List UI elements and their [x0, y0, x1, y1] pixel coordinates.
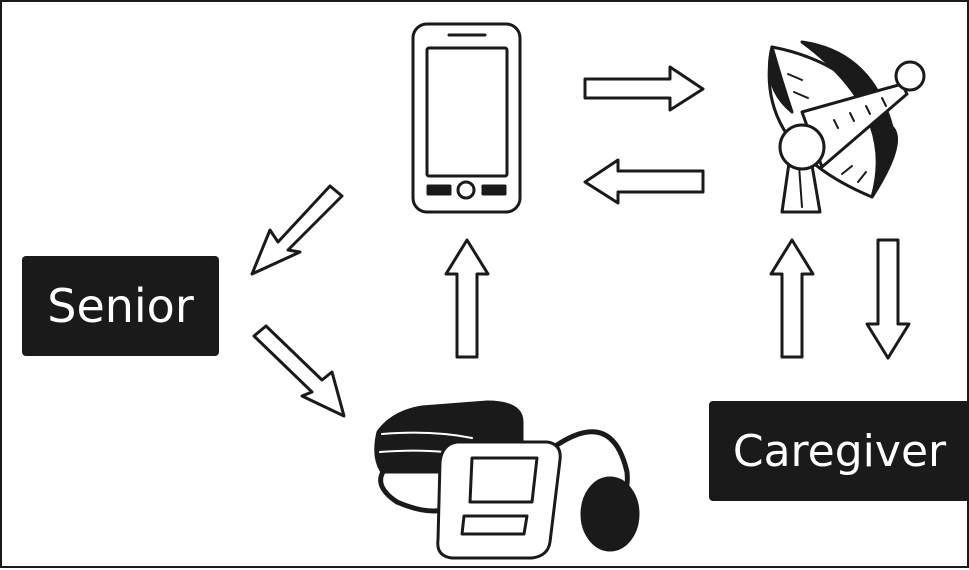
- arrow-monitor-to-phone: [444, 238, 490, 359]
- caregiver-node: Caregiver: [709, 401, 969, 501]
- arrow-satellite-to-caregiver: [865, 238, 911, 360]
- senior-node: Senior: [22, 256, 219, 356]
- arrow-phone-to-senior: [250, 184, 344, 276]
- arrow-caregiver-to-satellite: [769, 238, 815, 359]
- arrow-senior-to-monitor: [252, 324, 346, 418]
- arrow-satellite-to-phone: [583, 158, 705, 205]
- senior-label: Senior: [47, 279, 194, 333]
- caregiver-label: Caregiver: [732, 425, 947, 477]
- satellite-dish-icon: [767, 40, 926, 214]
- blood-pressure-monitor-icon: [374, 400, 640, 560]
- arrow-phone-to-satellite: [583, 65, 705, 112]
- smartphone-icon: [411, 22, 522, 214]
